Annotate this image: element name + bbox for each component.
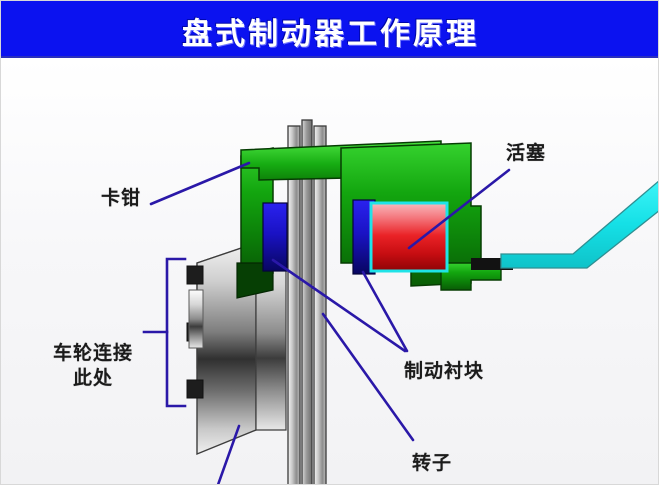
hub-part xyxy=(186,235,287,456)
leader-line-rotor xyxy=(321,312,415,442)
leader-line-pad-left xyxy=(271,258,407,353)
disc-brake-illustration xyxy=(142,119,658,484)
label-caliper: 卡钳 xyxy=(101,187,142,209)
rotor-plate-inner xyxy=(287,125,301,484)
diagram-stage: 卡钳 活塞 制动衬块 车轮连接 此处 转子 轮毂 xyxy=(1,58,658,484)
leader-line-pad-right xyxy=(361,270,409,353)
hydraulic-brake-line xyxy=(500,180,658,269)
page-title: 盘式制动器工作原理 xyxy=(182,17,479,52)
hub-stud-bottom xyxy=(186,379,204,399)
rotor-plate-middle xyxy=(301,119,313,484)
leader-line-piston xyxy=(407,168,511,250)
caliper-left-foot xyxy=(236,262,274,299)
label-brake-pads: 制动衬块 xyxy=(404,360,485,382)
brake-pad-left xyxy=(262,202,288,272)
leader-line-caliper xyxy=(149,161,251,206)
piston-body xyxy=(369,201,449,273)
label-rotor: 转子 xyxy=(412,452,453,474)
brake-line-part xyxy=(500,180,658,269)
wheel-attach-bracket xyxy=(142,257,187,408)
leader-line-hub xyxy=(216,424,241,484)
piston-part xyxy=(369,201,449,273)
rotor-plate-outer xyxy=(313,125,327,484)
rotor-part xyxy=(287,119,327,484)
label-piston: 活塞 xyxy=(506,142,547,164)
bracket-shape xyxy=(165,257,187,408)
hub-stud-top xyxy=(186,265,204,285)
title-banner: 盘式制动器工作原理 xyxy=(1,1,658,58)
label-wheel-attach: 车轮连接 此处 xyxy=(53,342,134,389)
leader-lines xyxy=(149,161,511,484)
hub-mounting-band xyxy=(188,289,204,349)
